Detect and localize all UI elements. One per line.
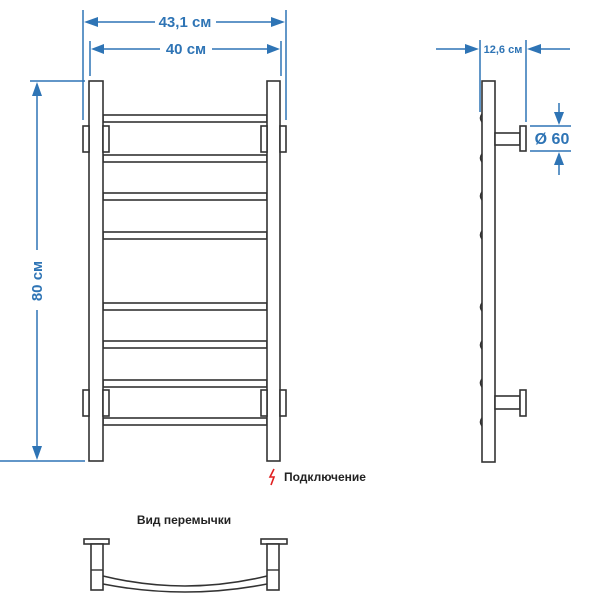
rung [102, 417, 268, 426]
dimension-flange-diameter: Ø 60 [530, 103, 571, 175]
arrow-down-icon [32, 446, 42, 460]
side-upright [481, 80, 496, 463]
bracket [260, 125, 268, 153]
bracket [82, 389, 90, 417]
rungs [102, 114, 268, 426]
right-upright [266, 80, 281, 462]
dimension-depth: 12,6 см [436, 40, 570, 122]
bridge-view-title: Вид перемычки [137, 513, 231, 527]
connection-label: Подключение [284, 470, 366, 484]
arrow-right-icon [465, 44, 479, 54]
rung [102, 379, 268, 388]
arrow-right-icon [267, 44, 280, 54]
front-view [82, 80, 287, 462]
bracket [279, 125, 287, 153]
dimension-height: 80 см [0, 80, 85, 462]
arrow-left-icon [91, 44, 104, 54]
rung [102, 302, 268, 311]
height-label: 80 см [29, 261, 46, 301]
depth-label: 12,6 см [484, 44, 523, 56]
arrow-left-icon [527, 44, 541, 54]
side-bracket-tube [494, 395, 521, 410]
rung [102, 192, 268, 201]
bracket [279, 389, 287, 417]
bracket [82, 125, 90, 153]
side-bracket-flange [519, 389, 527, 417]
arrow-right-icon [271, 17, 285, 27]
arrow-up-icon [554, 152, 564, 165]
arrow-left-icon [84, 17, 98, 27]
lightning-icon [268, 468, 276, 486]
rung [102, 231, 268, 240]
bridge-curve [102, 575, 268, 587]
flange-diameter-label: Ø 60 [535, 131, 570, 148]
rung [102, 154, 268, 163]
side-view [479, 80, 527, 463]
arrow-down-icon [554, 112, 564, 125]
dimension-axis-width: 40 см [89, 41, 282, 76]
wall-brackets [82, 125, 287, 417]
arrow-up-icon [32, 82, 42, 96]
dimension-overall-width: 43,1 см [82, 10, 287, 120]
side-bracket-tube [494, 132, 521, 146]
bracket [102, 125, 110, 153]
left-upright [88, 80, 104, 462]
rung [102, 114, 268, 123]
axis-width-label: 40 см [166, 41, 206, 58]
bracket [260, 389, 268, 417]
bridge-view: Вид перемычки [83, 513, 288, 593]
rung [102, 340, 268, 349]
side-bracket-flange [519, 125, 527, 152]
bracket [102, 389, 110, 417]
overall-width-label: 43,1 см [159, 14, 212, 31]
connection-legend: Подключение [268, 468, 366, 486]
